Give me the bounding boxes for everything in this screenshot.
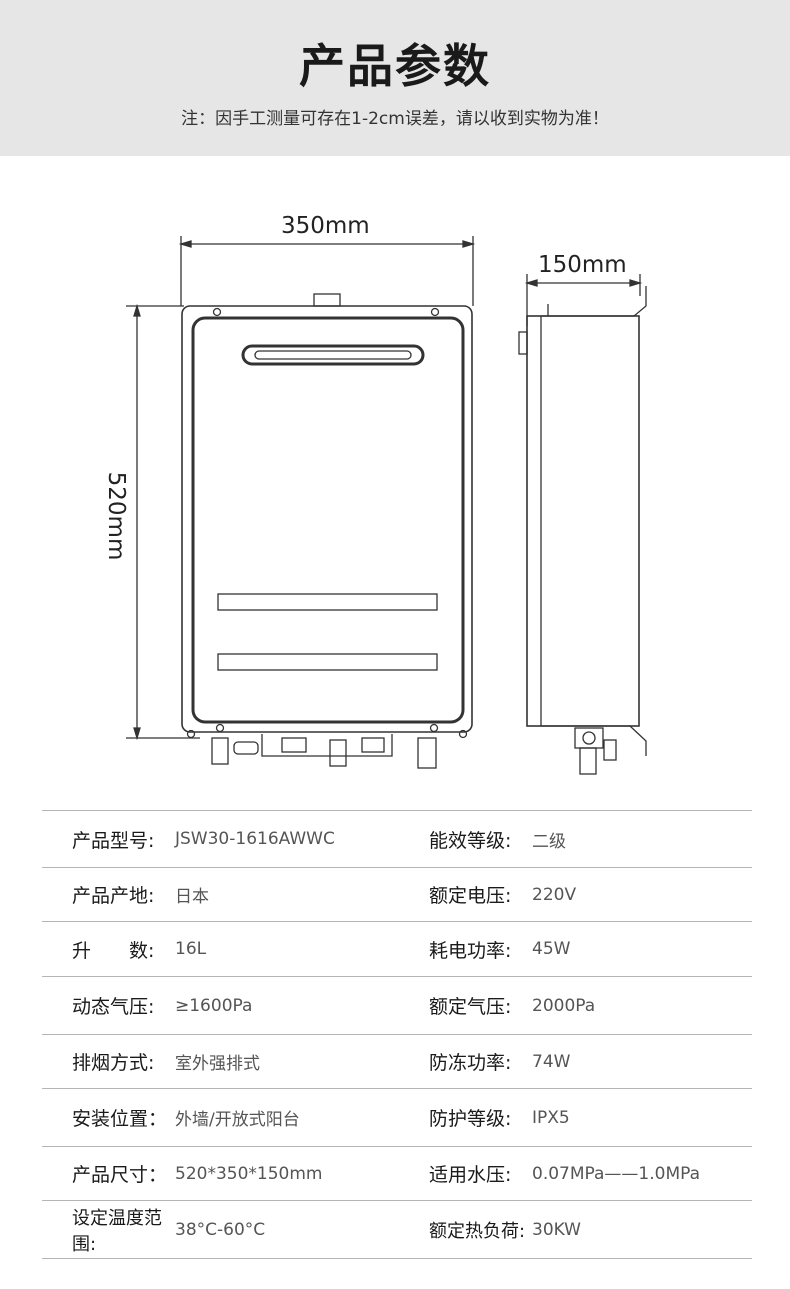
spec-label: 产品型号:	[42, 810, 175, 868]
spec-label: 额定热负荷:	[399, 1200, 532, 1259]
table-row: 设定温度范围: 38°C-60°C 额定热负荷: 30KW	[42, 1200, 752, 1259]
spec-label: 设定温度范围:	[42, 1200, 175, 1259]
spec-label: 防护等级:	[399, 1088, 532, 1147]
front-view	[181, 293, 473, 769]
heater-line-drawing	[126, 236, 647, 775]
spec-label: 升 数:	[42, 921, 175, 977]
depth-dimension-label: 150mm	[538, 252, 627, 278]
spec-value: 外墙/开放式阳台	[175, 1088, 399, 1147]
spec-value: 2000Pa	[532, 976, 752, 1035]
measurement-note: 注：因手工测量可存在1-2cm误差，请以收到实物为准！	[181, 109, 609, 129]
table-row: 安装位置： 外墙/开放式阳台 防护等级: IPX5	[42, 1088, 752, 1147]
spec-value: JSW30-1616AWWC	[175, 810, 399, 868]
width-dimension-line	[178, 236, 476, 306]
spec-label: 额定电压:	[399, 867, 532, 922]
page-title: 产品参数	[299, 39, 491, 93]
spec-value: 30KW	[532, 1200, 752, 1259]
spec-label: 耗电功率:	[399, 921, 532, 977]
spec-label: 防冻功率:	[399, 1034, 532, 1089]
spec-label: 能效等级:	[399, 810, 532, 868]
spec-label: 适用水压:	[399, 1146, 532, 1201]
dimension-diagram: 350mm 150mm 520mm	[0, 156, 790, 806]
table-row: 动态气压: ≥1600Pa 额定气压: 2000Pa	[42, 976, 752, 1035]
spec-value: 220V	[532, 867, 752, 922]
spec-value: IPX5	[532, 1088, 752, 1147]
spec-value: 二级	[532, 810, 752, 868]
side-view	[518, 286, 647, 775]
spec-label: 产品尺寸：	[42, 1146, 175, 1201]
spec-value: 16L	[175, 921, 399, 977]
spec-value: 38°C-60°C	[175, 1200, 399, 1259]
spec-value: 520*350*150mm	[175, 1146, 399, 1201]
header-banner: 产品参数 注：因手工测量可存在1-2cm误差，请以收到实物为准！	[0, 0, 790, 156]
table-row: 排烟方式: 室外强排式 防冻功率: 74W	[42, 1034, 752, 1089]
spec-value: 45W	[532, 921, 752, 977]
spec-table: 产品型号: JSW30-1616AWWC 能效等级: 二级 产品产地: 日本 额…	[42, 810, 752, 1259]
table-row: 产品尺寸： 520*350*150mm 适用水压: 0.07MPa——1.0MP…	[42, 1146, 752, 1201]
spec-label: 排烟方式:	[42, 1034, 175, 1089]
width-dimension-label: 350mm	[281, 213, 370, 239]
spec-label: 额定气压:	[399, 976, 532, 1035]
height-dimension-line	[126, 303, 200, 741]
spec-label: 产品产地:	[42, 867, 175, 922]
spec-label: 安装位置：	[42, 1088, 175, 1147]
depth-dimension-line	[524, 274, 643, 326]
spec-value: 日本	[175, 867, 399, 922]
spec-value: 室外强排式	[175, 1034, 399, 1089]
table-row: 产品型号: JSW30-1616AWWC 能效等级: 二级	[42, 810, 752, 868]
table-row: 产品产地: 日本 额定电压: 220V	[42, 867, 752, 922]
spec-value: ≥1600Pa	[175, 976, 399, 1035]
spec-label: 动态气压:	[42, 976, 175, 1035]
table-row: 升 数: 16L 耗电功率: 45W	[42, 921, 752, 977]
spec-value: 74W	[532, 1034, 752, 1089]
spec-value: 0.07MPa——1.0MPa	[532, 1146, 752, 1201]
